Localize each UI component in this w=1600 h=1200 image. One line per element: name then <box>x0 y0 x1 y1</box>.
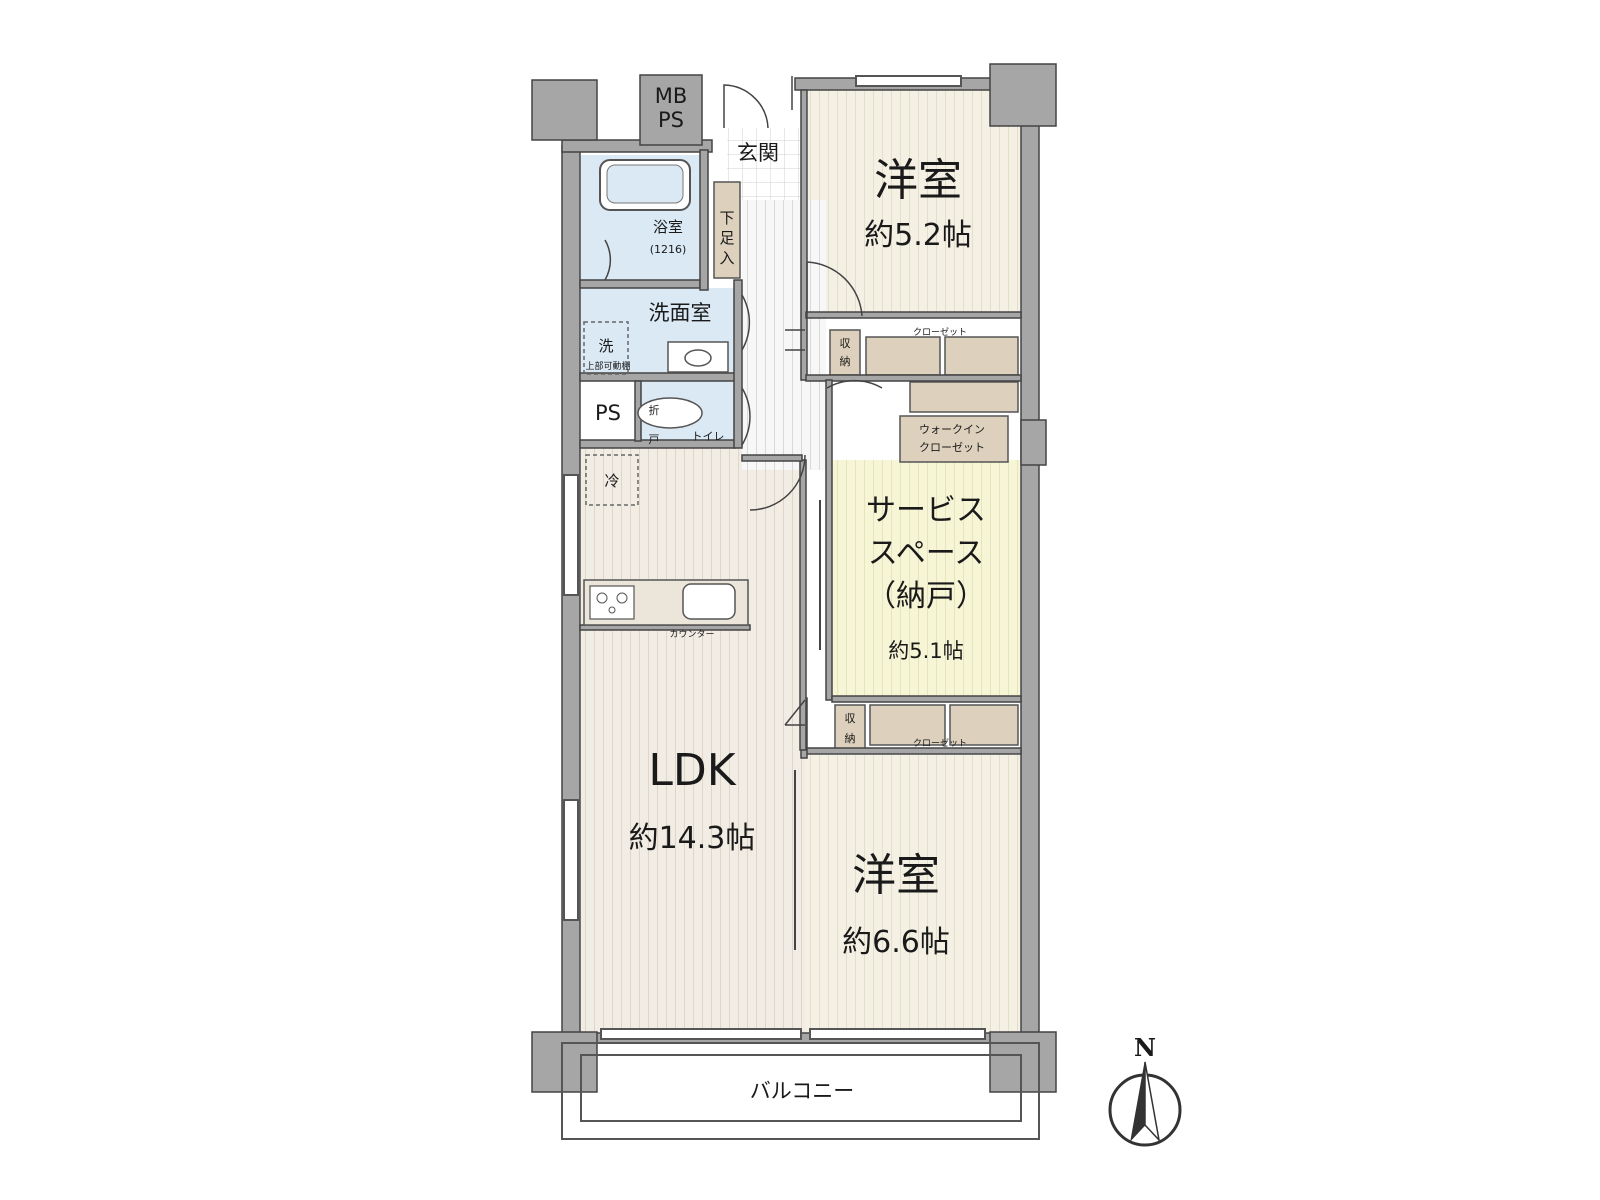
ldk-area: 約14.3帖 <box>629 821 756 856</box>
ldk-floor-lower <box>581 740 805 1033</box>
mbps-label-2: PS <box>658 108 684 132</box>
balcony-rail <box>561 1042 1040 1140</box>
bath-size: (1216) <box>650 243 687 256</box>
toilet-door-2: 戸 <box>649 433 660 446</box>
western-north-floor <box>808 90 1020 312</box>
service-space-line3: （納戸） <box>866 579 986 614</box>
western-south-floor <box>805 755 1020 1033</box>
storage-north-2: 納 <box>840 355 851 368</box>
counter-label: カウンター <box>669 629 714 640</box>
closet-south-label: クローゼット <box>913 737 967 749</box>
service-space-line2: スペース <box>868 536 984 571</box>
ldk-name: LDK <box>648 745 736 796</box>
bathtub-inner <box>606 164 684 204</box>
compass-north-label: N <box>1134 1033 1156 1062</box>
service-space-area: 約5.1帖 <box>888 639 963 663</box>
entrance-label: 玄関 <box>737 141 779 165</box>
washer-note: 上部可動棚 <box>585 360 630 372</box>
washer-space <box>583 321 629 375</box>
fridge-space <box>585 454 639 506</box>
washroom-label: 洗面室 <box>649 301 712 325</box>
storage-south-2: 納 <box>845 732 856 745</box>
compass-icon <box>1108 1061 1182 1147</box>
western-south-name: 洋室 <box>852 850 940 901</box>
stove-icon <box>589 585 635 620</box>
fridge-label: 冷 <box>604 472 619 490</box>
toilet-label: トイレ <box>692 430 725 443</box>
doors <box>604 76 883 726</box>
washer-label: 洗 <box>598 337 613 355</box>
hallway-floor <box>742 200 826 470</box>
western-south-area: 約6.6帖 <box>842 925 950 960</box>
western-north-name: 洋室 <box>874 155 962 206</box>
bath-name: 浴室 <box>653 218 683 236</box>
sliding-doors <box>794 500 821 950</box>
toilet-door-1: 折 <box>649 403 660 417</box>
windows <box>563 75 986 1040</box>
walkin-label-1: ウォークイン <box>919 423 985 436</box>
western-north-area: 約5.2帖 <box>864 218 972 253</box>
storage-north-1: 収 <box>840 337 851 350</box>
balcony-label: バルコニー <box>750 1079 855 1103</box>
storage-south-1: 収 <box>845 712 856 725</box>
mbps-label-1: MB <box>655 84 688 108</box>
shoe-box-label-1: 下 <box>719 209 734 227</box>
balcony-rail-inner <box>580 1054 1022 1122</box>
walkin-label-2: クローゼット <box>919 441 985 454</box>
service-space-floor <box>832 460 1020 698</box>
sink-icon <box>682 583 736 620</box>
storage-units <box>713 181 1019 754</box>
closet-north-label: クローゼット <box>913 326 967 338</box>
shoe-box-label-2: 足 <box>719 229 734 247</box>
balcony-floor <box>581 1058 1041 1120</box>
washbasin-icon <box>667 341 729 373</box>
toilet-icon <box>637 397 703 429</box>
service-space-line1: サービス <box>866 493 986 528</box>
shoe-box-label-3: 入 <box>719 249 734 267</box>
ps-label: PS <box>595 401 621 425</box>
